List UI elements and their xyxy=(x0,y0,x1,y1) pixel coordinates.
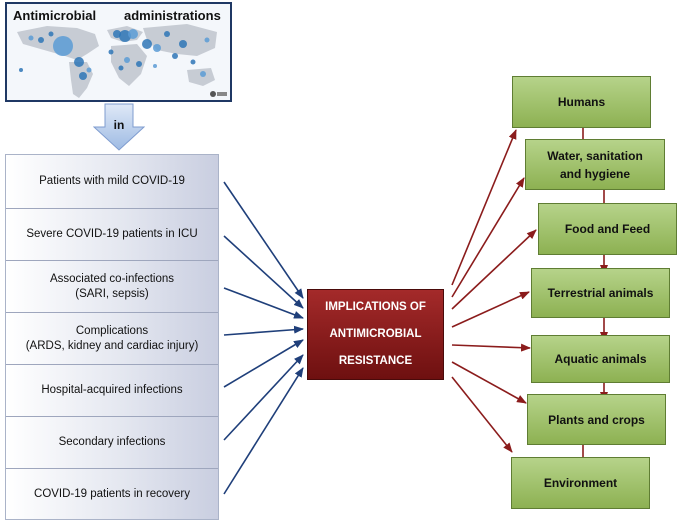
left-item-mild-covid: Patients with mild COVID-19 xyxy=(6,155,218,208)
food-feed-label: Food and Feed xyxy=(564,222,651,236)
center-box-label: IMPLICATIONS OF ANTIMICROBIAL RESISTANCE xyxy=(325,301,426,367)
right-box-humans: Humans xyxy=(512,76,651,128)
right-box-environment: Environment xyxy=(511,457,650,509)
humans-label: Humans xyxy=(557,95,606,109)
left-item-co-infections: Associated co-infections (SARI, sepsis) xyxy=(6,260,218,312)
map-title-antimicrobial: Antimicrobial xyxy=(13,8,97,23)
right-box-plants: Plants and crops xyxy=(527,394,666,445)
arrow-center-to-humans xyxy=(451,129,517,286)
left-item-complications: Complications (ARDS, kidney and cardiac … xyxy=(6,312,218,364)
left-item-hospital-acquired: Hospital-acquired infections xyxy=(6,364,218,416)
plants-label: Plants and crops xyxy=(548,412,645,427)
arrow-center-to-terrestrial xyxy=(451,291,530,328)
arrow-center-to-plants xyxy=(451,361,527,404)
in-down-arrow xyxy=(93,103,145,151)
implications-amr-box: IMPLICATIONS OF ANTIMICROBIAL RESISTANCE xyxy=(307,289,444,380)
right-box-food-feed: Food and Feed xyxy=(538,203,677,255)
covid-patient-groups-list: Patients with mild COVID-19 Severe COVID… xyxy=(5,154,219,520)
arrow-severe-to-center xyxy=(223,235,304,309)
antimicrobial-map-panel: Antimicrobial administrations xyxy=(5,2,232,102)
water-sanitation-label: Water, sanitation and hygiene xyxy=(547,148,643,181)
world-map-image xyxy=(17,24,227,98)
arrow-center-to-food xyxy=(451,229,537,310)
terrestrial-label: Terrestrial animals xyxy=(547,286,654,300)
arrow-compl-to-center xyxy=(223,325,304,336)
left-item-secondary-infections: Secondary infections xyxy=(6,416,218,468)
arrow-secondary-to-center xyxy=(223,354,304,441)
arrow-center-to-water xyxy=(451,177,525,298)
right-box-terrestrial: Terrestrial animals xyxy=(531,268,670,318)
environment-label: Environment xyxy=(543,476,618,490)
arrow-recovery-to-center xyxy=(223,367,304,495)
arrow-hospital-to-center xyxy=(223,339,304,388)
right-box-water-sanitation: Water, sanitation and hygiene xyxy=(525,139,665,190)
arrow-center-to-aquatic xyxy=(451,343,531,352)
left-item-severe-icu: Severe COVID-19 patients in ICU xyxy=(6,208,218,260)
aquatic-label: Aquatic animals xyxy=(554,352,647,366)
right-box-aquatic: Aquatic animals xyxy=(531,335,670,383)
left-item-covid-recovery: COVID-19 patients in recovery xyxy=(6,468,218,519)
map-title-administrations: administrations xyxy=(124,8,221,23)
arrow-mild-to-center xyxy=(223,181,304,299)
arrow-center-to-environment xyxy=(451,376,513,453)
in-label: in xyxy=(113,118,125,132)
arrow-coinf-to-center xyxy=(223,287,304,319)
